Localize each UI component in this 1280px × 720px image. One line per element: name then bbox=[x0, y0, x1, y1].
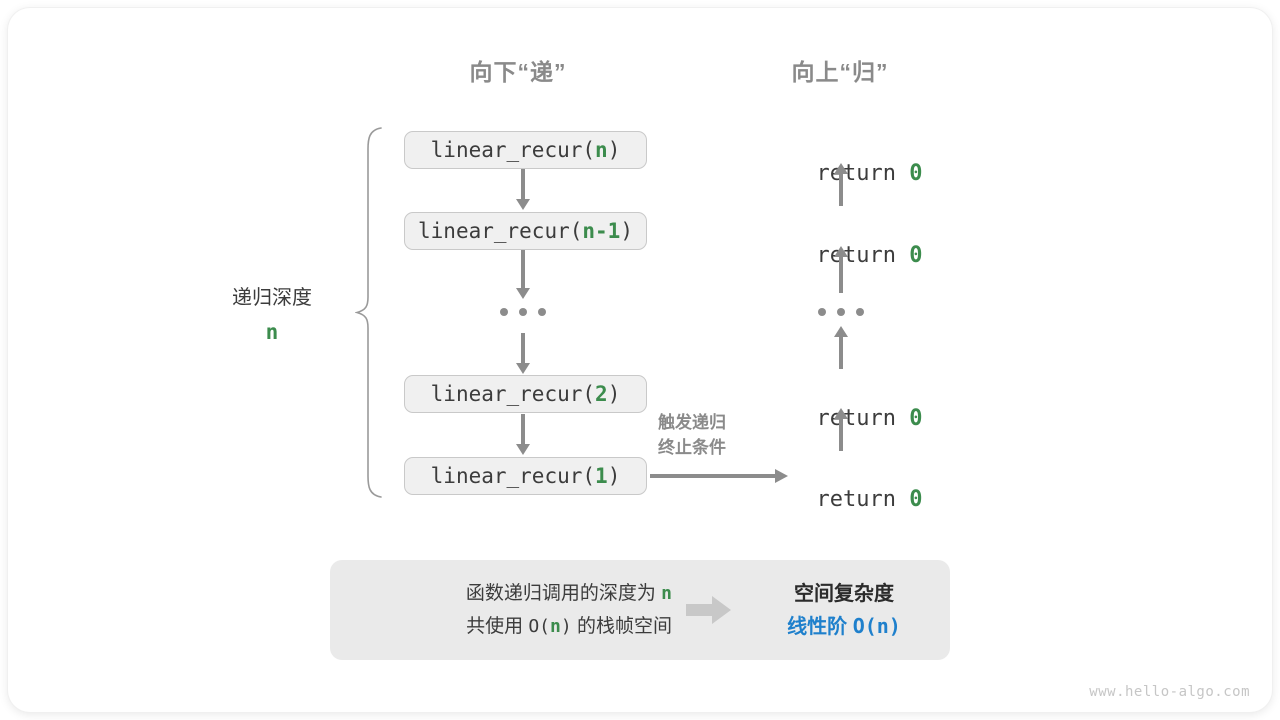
call-frame-prefix: linear_recur( bbox=[430, 464, 596, 488]
call-frame-arg: n bbox=[595, 138, 608, 162]
call-frame-prefix: linear_recur( bbox=[430, 382, 596, 406]
dot-icon bbox=[538, 308, 546, 316]
column-title-ascend: 向上“归” bbox=[791, 59, 889, 85]
return-keyword: return bbox=[816, 161, 910, 186]
ascend-arrow-icon bbox=[839, 172, 843, 206]
ascend-arrow-icon bbox=[839, 255, 843, 293]
summary-line2-bigo-open: O( bbox=[528, 616, 551, 637]
summary-heading: 空间复杂度 bbox=[794, 582, 894, 605]
call-frame-box: linear_recur(1) bbox=[404, 457, 647, 495]
return-label: return 0 bbox=[764, 462, 923, 537]
descend-arrow-icon bbox=[521, 169, 525, 201]
base-case-note: 触发递归 终止条件 bbox=[658, 411, 726, 460]
call-frame-prefix: linear_recur( bbox=[418, 219, 583, 243]
ascend-arrow-icon bbox=[839, 335, 843, 369]
summary-panel: 函数递归调用的深度为 n 共使用 O(n) 的栈帧空间 空间复杂度 线性阶 O(… bbox=[330, 560, 950, 660]
summary-line2-suffix: 的栈帧空间 bbox=[571, 616, 672, 637]
descend-arrow-icon bbox=[521, 414, 525, 446]
dot-icon bbox=[500, 308, 508, 316]
summary-line2-bigo-close: ) bbox=[560, 616, 572, 637]
summary-right-text: 空间复杂度 线性阶 O(n) bbox=[738, 578, 950, 643]
call-frame-suffix: ) bbox=[607, 464, 621, 488]
recursion-depth-label: 递归深度 n bbox=[232, 283, 312, 349]
dot-icon bbox=[818, 308, 826, 316]
return-value: 0 bbox=[909, 161, 923, 186]
call-frame-box: linear_recur(n-1) bbox=[404, 212, 647, 250]
summary-line1-text: 函数递归调用的深度为 bbox=[465, 582, 662, 604]
descend-arrow-icon bbox=[521, 250, 525, 290]
dot-icon bbox=[519, 308, 527, 316]
base-case-arrow-icon bbox=[650, 474, 776, 478]
call-frame-arg: 1 bbox=[595, 464, 608, 488]
summary-line1-n: n bbox=[661, 582, 672, 604]
dot-icon bbox=[856, 308, 864, 316]
recursion-depth-text: 递归深度 bbox=[232, 287, 312, 309]
summary-line2-n: n bbox=[550, 616, 561, 637]
return-label: return 0 bbox=[764, 218, 923, 293]
call-frame-suffix: ) bbox=[620, 219, 633, 243]
call-frame-arg: 2 bbox=[595, 382, 608, 406]
return-value: 0 bbox=[909, 487, 923, 512]
call-frame-box: linear_recur(n) bbox=[404, 131, 647, 169]
summary-left-text: 函数递归调用的深度为 n 共使用 O(n) 的栈帧空间 bbox=[330, 577, 680, 644]
call-frame-suffix: ) bbox=[607, 382, 621, 406]
base-case-note-line2: 终止条件 bbox=[658, 437, 726, 457]
depth-brace-icon bbox=[355, 127, 382, 498]
ascend-arrow-icon bbox=[839, 417, 843, 451]
summary-complexity-label: 线性阶 bbox=[787, 615, 853, 638]
return-label: return 0 bbox=[764, 381, 923, 456]
return-value: 0 bbox=[909, 243, 923, 268]
call-frame-arg: n-1 bbox=[582, 219, 621, 243]
summary-complexity: 线性阶 O(n) bbox=[738, 610, 950, 643]
return-keyword: return bbox=[816, 243, 910, 268]
block-arrow-right-icon bbox=[686, 596, 731, 624]
return-label: return 0 bbox=[764, 136, 923, 211]
column-title-descend: 向下“递” bbox=[469, 59, 567, 85]
call-frame-prefix: linear_recur( bbox=[430, 138, 596, 162]
return-value: 0 bbox=[909, 406, 923, 431]
summary-line-1: 函数递归调用的深度为 n bbox=[330, 577, 672, 610]
watermark: www.hello-algo.com bbox=[1089, 684, 1250, 700]
return-keyword: return bbox=[816, 487, 910, 512]
call-frame-box: linear_recur(2) bbox=[404, 375, 647, 413]
ascend-ellipsis bbox=[818, 308, 864, 316]
recursion-depth-value: n bbox=[265, 320, 279, 344]
summary-line-2: 共使用 O(n) 的栈帧空间 bbox=[330, 610, 672, 643]
return-keyword: return bbox=[816, 406, 910, 431]
descend-arrow-icon bbox=[521, 333, 525, 365]
summary-complexity-math: O(n) bbox=[852, 613, 901, 638]
summary-line2-prefix: 共使用 bbox=[466, 616, 529, 637]
descend-ellipsis bbox=[500, 308, 546, 316]
dot-icon bbox=[837, 308, 845, 316]
call-frame-suffix: ) bbox=[607, 138, 621, 162]
base-case-note-line1: 触发递归 bbox=[658, 413, 726, 432]
summary-arrow-wrap bbox=[680, 595, 738, 625]
